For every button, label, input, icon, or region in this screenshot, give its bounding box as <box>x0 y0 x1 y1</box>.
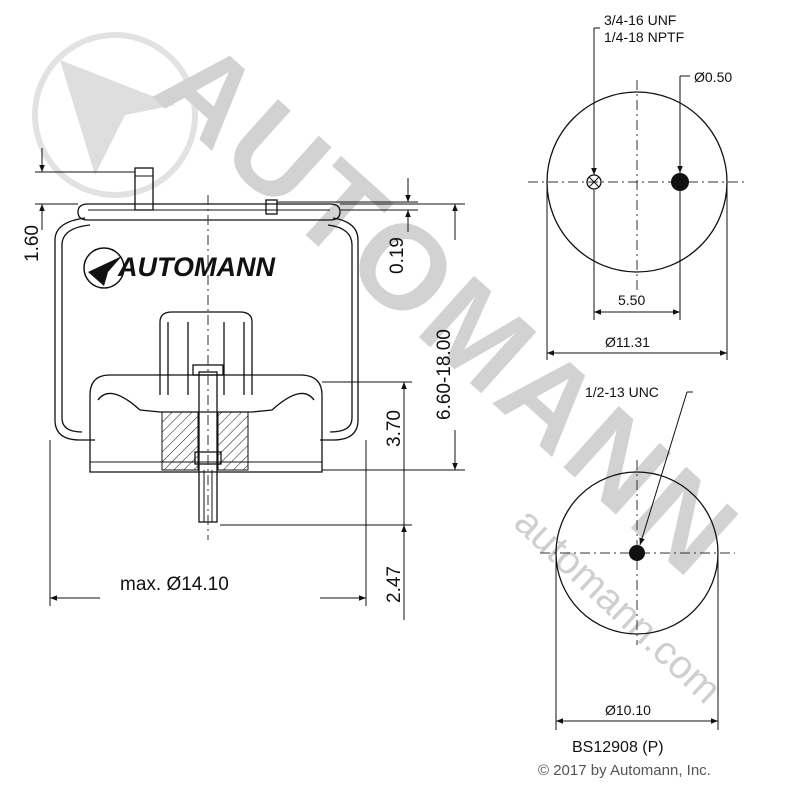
brand-logo: AUTOMANN <box>83 247 275 289</box>
piston-cap <box>159 311 253 395</box>
side-dimensions: 1.60 0.19 6.60-18.00 3.70 2.47 max. Ø14.… <box>22 148 465 620</box>
thread-label-2: 1/4-18 NPTF <box>604 29 684 45</box>
logo-arrow-icon <box>88 256 122 286</box>
dim-max-diameter: max. Ø14.10 <box>120 574 229 595</box>
dim-left-height: 1.60 <box>22 225 43 262</box>
bellows <box>54 217 359 441</box>
watermark-circle <box>32 32 198 198</box>
top-stud <box>265 199 278 215</box>
air-fitting <box>134 167 154 211</box>
bottom-thread-label: 1/2-13 UNC <box>585 384 659 400</box>
hole-diameter: Ø0.50 <box>694 69 732 85</box>
thread-label-1: 3/4-16 UNF <box>604 12 676 28</box>
logo-circle <box>83 247 125 289</box>
logo-text: AUTOMANN <box>117 252 275 282</box>
air-hole <box>671 173 689 191</box>
piston <box>89 374 323 473</box>
dim-stroke-range: 6.60-18.00 <box>434 329 455 420</box>
dim-stud-length: 2.47 <box>384 566 405 603</box>
part-number: BS12908 (P) <box>572 739 664 756</box>
watermark: AUTOMANN automann.com <box>32 15 765 712</box>
piston-core <box>161 411 199 471</box>
side-view: AUTOMANN <box>54 167 359 540</box>
mounting-stud-hole <box>629 545 645 561</box>
bottom-plate-diameter: Ø10.10 <box>605 702 651 718</box>
top-view: 3/4-16 UNF 1/4-18 NPTF Ø0.50 5.50 Ø11.31 <box>528 12 748 360</box>
bottom-view: 1/2-13 UNC Ø10.10 <box>540 384 735 730</box>
bead-plate <box>77 203 341 221</box>
dim-top-offset: 0.19 <box>387 237 408 274</box>
watermark-arrow-icon <box>60 60 175 175</box>
top-plate-diameter: Ø11.31 <box>605 334 650 350</box>
copyright: © 2017 by Automann, Inc. <box>538 762 711 779</box>
watermark-brand: AUTOMANN <box>133 15 765 603</box>
dim-piston-height: 3.70 <box>384 410 405 447</box>
hole-spacing: 5.50 <box>618 292 645 308</box>
